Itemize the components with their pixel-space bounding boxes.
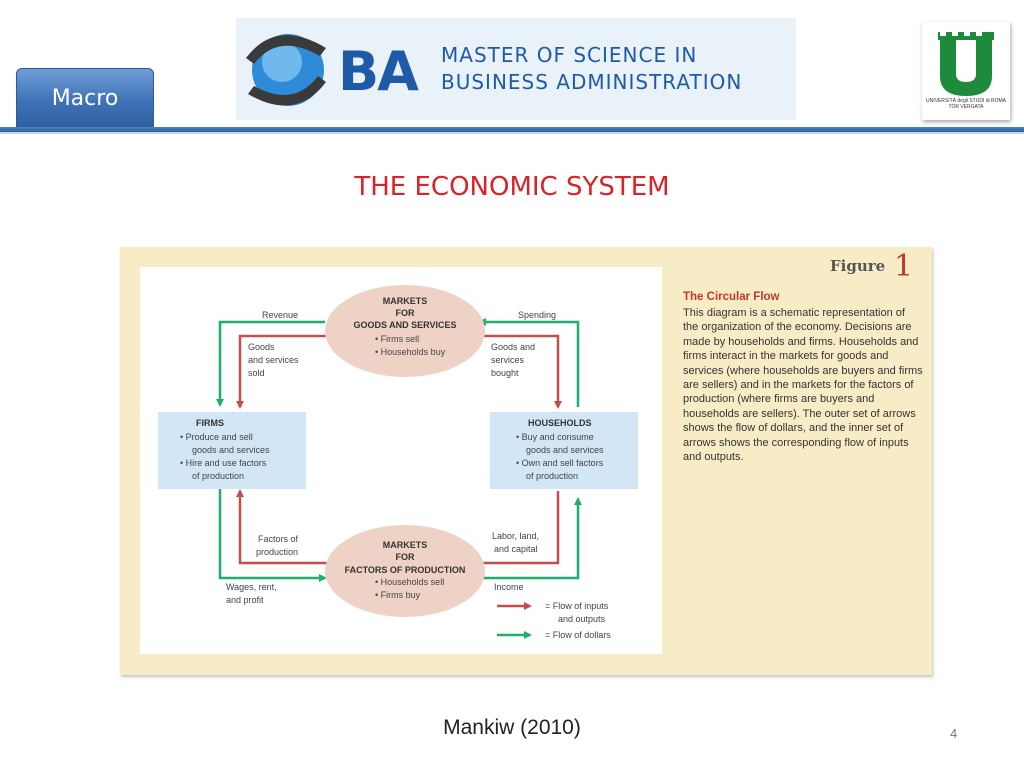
- citation: Mankiw (2010): [443, 716, 581, 739]
- label-goods-sold-3: sold: [248, 368, 265, 378]
- goods-market-title-1: MARKETS: [383, 296, 428, 306]
- label-factors-2: production: [256, 547, 298, 557]
- factor-market-title-1: MARKETS: [383, 540, 428, 550]
- firms-line-2: goods and services: [192, 445, 270, 455]
- goods-market-title-3: GOODS AND SERVICES: [353, 320, 456, 330]
- university-logo: UNIVERSITÀ degli STUDI di ROMA TOR VERGA…: [922, 22, 1010, 120]
- label-wages-1: Wages, rent,: [226, 582, 277, 592]
- program-banner: BA MASTER OF SCIENCE IN BUSINESS ADMINIS…: [236, 18, 796, 120]
- goods-market-title-2: FOR: [396, 308, 415, 318]
- tower-logo-icon: [938, 32, 994, 96]
- factor-market-title-2: FOR: [396, 552, 415, 562]
- label-labor-2: and capital: [494, 544, 538, 554]
- label-goods-bought-2: services: [491, 355, 525, 365]
- banner-line-1: MASTER OF SCIENCE IN: [441, 43, 698, 67]
- factor-market-title-3: FACTORS OF PRODUCTION: [345, 565, 466, 575]
- label-goods-bought-3: bought: [491, 368, 519, 378]
- legend-dollars: = Flow of dollars: [545, 630, 611, 640]
- legend-inputs-2: and outputs: [558, 614, 606, 624]
- label-revenue: Revenue: [262, 310, 298, 320]
- label-goods-bought-1: Goods and: [491, 342, 535, 352]
- page-number: 4: [950, 726, 958, 741]
- flow-spending-arrow: [478, 318, 580, 407]
- households-line-3: • Own and sell factors: [516, 458, 604, 468]
- factor-market-bullet-1: • Households sell: [375, 577, 444, 587]
- legend-inputs-1: = Flow of inputs: [545, 601, 609, 611]
- figure-panel: MARKETS FOR GOODS AND SERVICES • Firms s…: [120, 247, 932, 675]
- goods-market-bullet-1: • Firms sell: [375, 334, 419, 344]
- households-line-2: goods and services: [526, 445, 604, 455]
- banner-line-2: BUSINESS ADMINISTRATION: [441, 70, 743, 94]
- flow-labor-arrow: [472, 491, 560, 567]
- label-income: Income: [494, 582, 524, 592]
- flow-goods-sold-arrow: [236, 334, 332, 409]
- circular-flow-diagram: MARKETS FOR GOODS AND SERVICES • Firms s…: [140, 267, 662, 654]
- label-wages-2: and profit: [226, 595, 264, 605]
- factor-market-bullet-2: • Firms buy: [375, 590, 421, 600]
- label-spending: Spending: [518, 310, 556, 320]
- goods-market-bullet-2: • Households buy: [375, 347, 446, 357]
- slide-title: THE ECONOMIC SYSTEM: [354, 172, 670, 202]
- figure-number: 1: [894, 249, 914, 284]
- label-factors-1: Factors of: [258, 534, 299, 544]
- section-tab-macro[interactable]: Macro: [16, 68, 154, 128]
- caption-body: This diagram is a schematic representati…: [683, 307, 923, 464]
- flow-goods-bought-arrow: [472, 334, 562, 409]
- firms-line-4: of production: [192, 471, 244, 481]
- flow-income-arrow: [480, 497, 582, 580]
- university-caption: UNIVERSITÀ degli STUDI di ROMA TOR VERGA…: [925, 98, 1007, 110]
- flow-revenue-arrow: [216, 320, 325, 407]
- circular-flow-svg: MARKETS FOR GOODS AND SERVICES • Firms s…: [158, 285, 638, 640]
- banner-ba-mark: BA: [338, 40, 419, 103]
- firms-line-1: • Produce and sell: [180, 432, 253, 442]
- flow-factors-arrow: [236, 489, 332, 565]
- firms-node: [158, 412, 306, 489]
- factor-market-node: [325, 525, 485, 617]
- header-rule: [0, 127, 1024, 132]
- sphere-logo-icon: [246, 34, 326, 106]
- caption-title: The Circular Flow: [683, 291, 780, 303]
- firms-line-3: • Hire and use factors: [180, 458, 267, 468]
- label-labor-1: Labor, land,: [492, 531, 539, 541]
- figure-label: Figure: [830, 257, 886, 275]
- goods-market-node: [325, 285, 485, 377]
- households-line-1: • Buy and consume: [516, 432, 594, 442]
- households-node: [490, 412, 638, 489]
- label-goods-sold-1: Goods: [248, 342, 275, 352]
- flow-wages-arrow: [218, 489, 327, 582]
- header-rule-shadow: [0, 132, 1024, 134]
- label-goods-sold-2: and services: [248, 355, 299, 365]
- firms-title: FIRMS: [196, 418, 224, 428]
- households-title: HOUSEHOLDS: [528, 418, 592, 428]
- households-line-4: of production: [526, 471, 578, 481]
